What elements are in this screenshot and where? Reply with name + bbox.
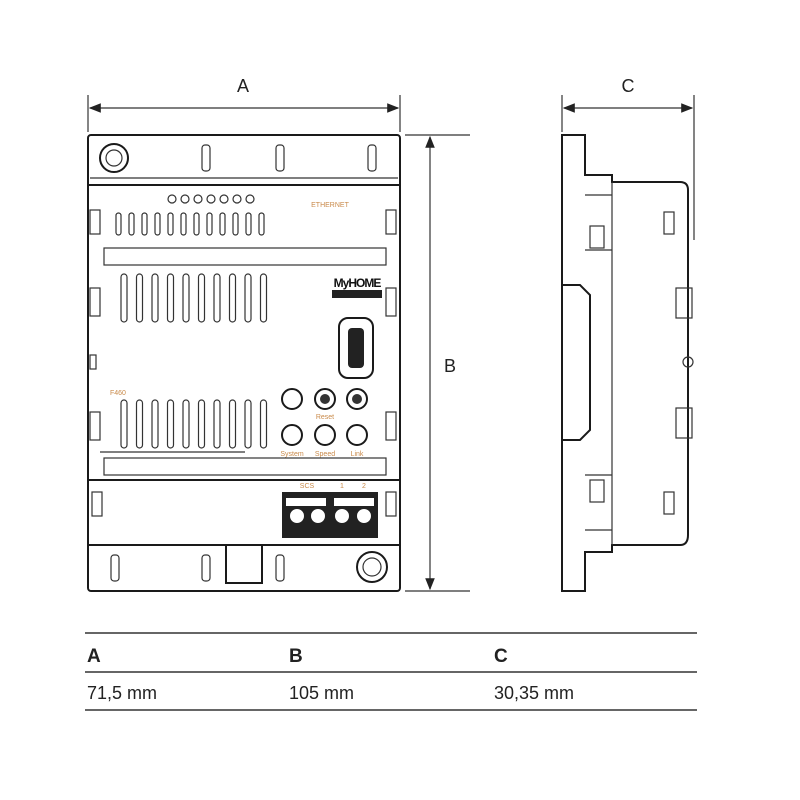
header-a: A xyxy=(87,646,101,667)
dimension-c-label: C xyxy=(622,76,635,96)
vent-slot xyxy=(197,273,206,323)
vent-slots-top xyxy=(115,212,265,236)
vent-slot xyxy=(244,273,252,323)
value-c: 30,35 mm xyxy=(494,683,574,703)
vent-slot xyxy=(213,399,221,449)
speed-led xyxy=(314,424,336,446)
dimension-b-label: B xyxy=(444,356,456,376)
button-grid: Reset System Speed Link xyxy=(280,388,368,458)
vent-slot xyxy=(135,399,144,449)
vent-slot xyxy=(135,273,144,323)
value-a: 71,5 mm xyxy=(87,683,157,703)
vent-slot xyxy=(180,212,187,236)
vent-slot xyxy=(213,273,221,323)
vents-lower xyxy=(120,399,268,449)
reset-label: Reset xyxy=(316,414,334,421)
reset-button xyxy=(314,388,336,410)
vent-slot xyxy=(259,399,268,449)
vent-slot xyxy=(206,212,213,236)
ethernet-port xyxy=(338,317,374,379)
vent-slot xyxy=(228,399,237,449)
vent-slot xyxy=(115,212,122,236)
dimension-c: C xyxy=(561,76,695,240)
vent-slot xyxy=(244,399,252,449)
header-c: C xyxy=(494,646,508,667)
screw-hole-icon xyxy=(356,551,388,583)
ethernet-label: ETHERNET xyxy=(311,202,349,209)
vent-slot xyxy=(197,399,206,449)
vent-slot xyxy=(151,273,159,323)
model-label: F460 xyxy=(110,390,126,397)
vent-slot xyxy=(182,273,190,323)
vent-slot xyxy=(232,212,239,236)
vent-slot xyxy=(151,399,159,449)
led-row xyxy=(167,194,255,204)
terminal-1-label: 1 xyxy=(340,483,344,490)
header-b: B xyxy=(289,646,303,667)
vent-slot xyxy=(219,212,226,236)
vent-slot xyxy=(120,273,128,323)
vent-slot xyxy=(258,212,265,236)
terminal-2-label: 2 xyxy=(362,483,366,490)
terminal-block: SCS 1 2 xyxy=(282,483,378,538)
vent-slot xyxy=(120,399,128,449)
vent-slot xyxy=(245,212,252,236)
vent-slot xyxy=(166,273,175,323)
screw-hole-icon xyxy=(99,143,129,173)
scs-label: SCS xyxy=(300,483,315,490)
device-front-view: ETHERNET F460 MyHOME Reset Sy xyxy=(87,134,401,592)
vent-slot xyxy=(182,399,190,449)
dimensions-table: A B C 71,5 mm 105 mm 30,35 mm xyxy=(85,632,697,711)
vent-slot xyxy=(193,212,200,236)
dimension-a: A xyxy=(87,76,401,132)
myhome-logo: MyHOME xyxy=(334,276,382,290)
system-label: System xyxy=(280,451,304,458)
dimension-b: B xyxy=(405,134,470,592)
vent-slot xyxy=(128,212,135,236)
vent-slot xyxy=(141,212,148,236)
vent-slot xyxy=(259,273,268,323)
speed-label: Speed xyxy=(315,451,335,458)
vent-slot xyxy=(166,399,175,449)
link-led xyxy=(346,424,368,446)
dimension-a-label: A xyxy=(237,76,249,96)
vent-slot xyxy=(228,273,237,323)
device-side-view xyxy=(561,134,694,592)
system-led xyxy=(281,424,303,446)
vents-upper xyxy=(120,273,268,323)
vent-slot xyxy=(154,212,161,236)
vent-slot xyxy=(167,212,174,236)
din-clip xyxy=(225,544,263,584)
link-label: Link xyxy=(351,451,364,458)
value-b: 105 mm xyxy=(289,683,354,703)
